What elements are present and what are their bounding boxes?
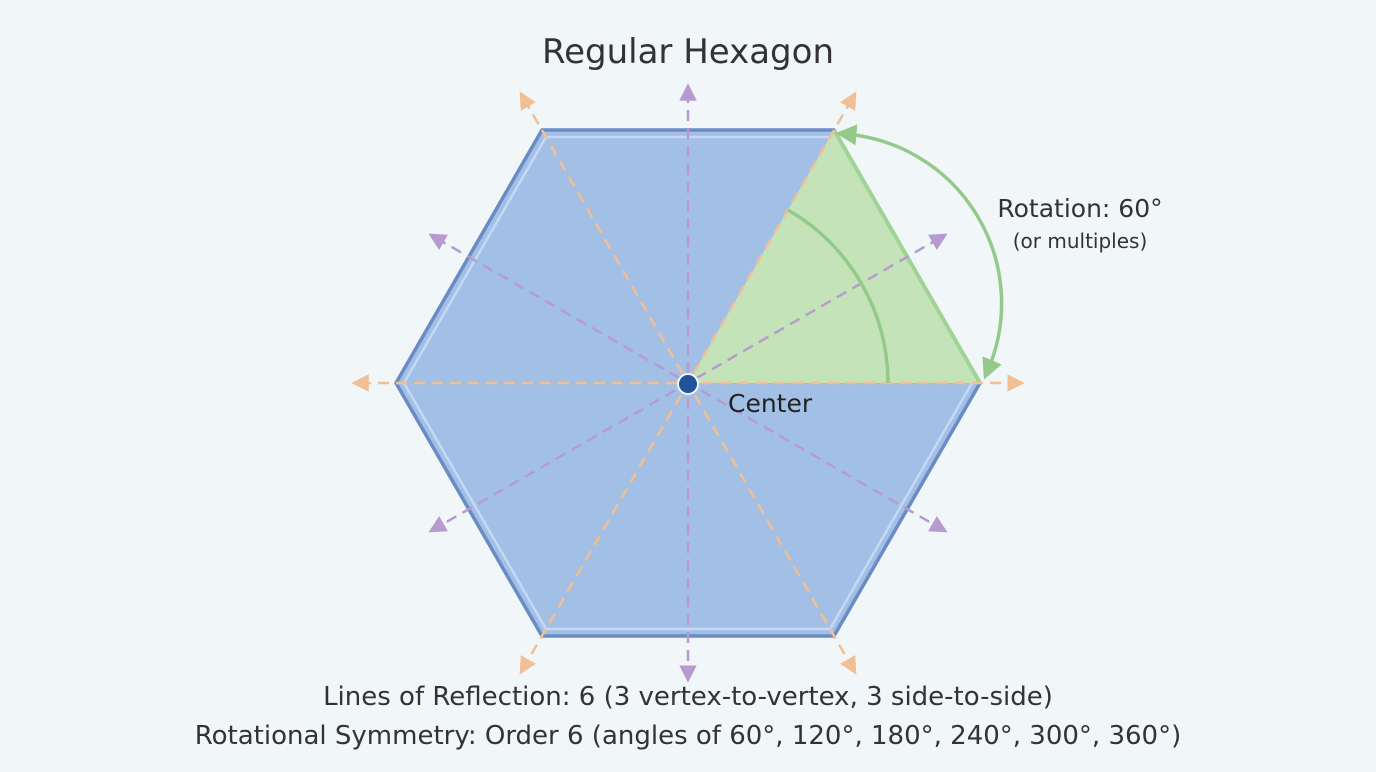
- center-point: [677, 373, 699, 395]
- page-title: Regular Hexagon: [542, 32, 834, 72]
- rotation-label: Rotation: 60°: [997, 194, 1162, 223]
- reflection-summary: Lines of Reflection: 6 (3 vertex-to-vert…: [323, 682, 1053, 712]
- center-label: Center: [728, 389, 813, 418]
- rotation-summary: Rotational Symmetry: Order 6 (angles of …: [195, 721, 1181, 751]
- rotation-arrow: [835, 124, 1004, 380]
- rotation-note: (or multiples): [1013, 229, 1148, 253]
